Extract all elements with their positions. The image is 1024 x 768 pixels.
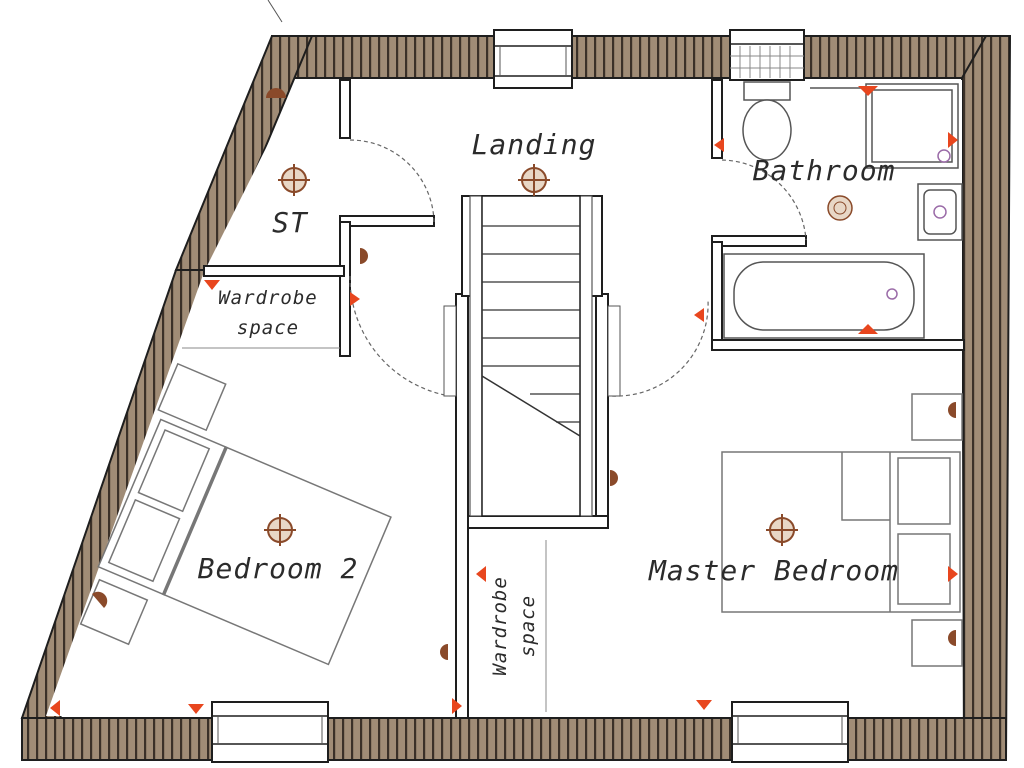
bedside-table-icon (157, 362, 227, 432)
bedside-table-icon (911, 619, 963, 667)
room-label-landing: Landing (471, 128, 596, 161)
radiator-marker-icon (350, 292, 360, 306)
power-socket-icon (948, 402, 956, 418)
power-socket-icon (440, 644, 448, 660)
radiator-marker-icon (204, 280, 220, 290)
power-socket-icon (360, 248, 368, 264)
ceiling-light-icon (518, 164, 550, 196)
room-label-bathroom: Bathroom (753, 154, 896, 187)
room-label-bedroom2: Bedroom 2 (198, 552, 359, 585)
bathroom-extractor-icon (827, 195, 853, 221)
radiator-marker-icon (858, 86, 878, 96)
window-master (731, 701, 849, 763)
radiator-marker-icon (50, 700, 60, 716)
power-socket-icon (948, 630, 956, 646)
bed-master-icon (721, 451, 961, 613)
ceiling-light-icon (264, 514, 296, 546)
radiator-marker-icon (714, 138, 724, 152)
radiator-marker-icon (948, 132, 958, 148)
wardrobe-label-left-line1: Wardrobe (218, 287, 318, 309)
radiator-marker-icon (696, 700, 712, 710)
wardrobe-label-right-line1: Wardrobe (489, 576, 511, 676)
ceiling-light-icon (278, 164, 310, 196)
radiator-marker-icon (476, 566, 486, 582)
power-socket-icon (266, 88, 286, 98)
radiator-marker-icon (694, 308, 704, 322)
window-bedroom2 (211, 701, 329, 763)
wardrobe-label-right-line2: space (517, 595, 539, 657)
wardrobe-label-left-line2: space (237, 317, 299, 339)
radiator-marker-icon (188, 704, 204, 714)
room-label-master: Master Bedroom (648, 554, 899, 587)
window-landing (493, 29, 573, 89)
radiator-marker-icon (948, 566, 958, 582)
staircase (443, 195, 621, 517)
power-socket-icon (92, 591, 108, 608)
radiator-marker-icon (858, 324, 878, 334)
shower-tray-icon (810, 83, 959, 169)
bed-bedroom2-icon (97, 418, 392, 666)
ceiling-light-icon (766, 514, 798, 546)
power-socket-icon (610, 470, 618, 486)
toilet-icon (742, 81, 792, 161)
radiator-marker-icon (452, 698, 462, 714)
bath-icon (723, 253, 925, 339)
window-bathroom (729, 29, 805, 81)
room-label-store: ST (272, 206, 309, 239)
basin-icon (917, 183, 963, 241)
